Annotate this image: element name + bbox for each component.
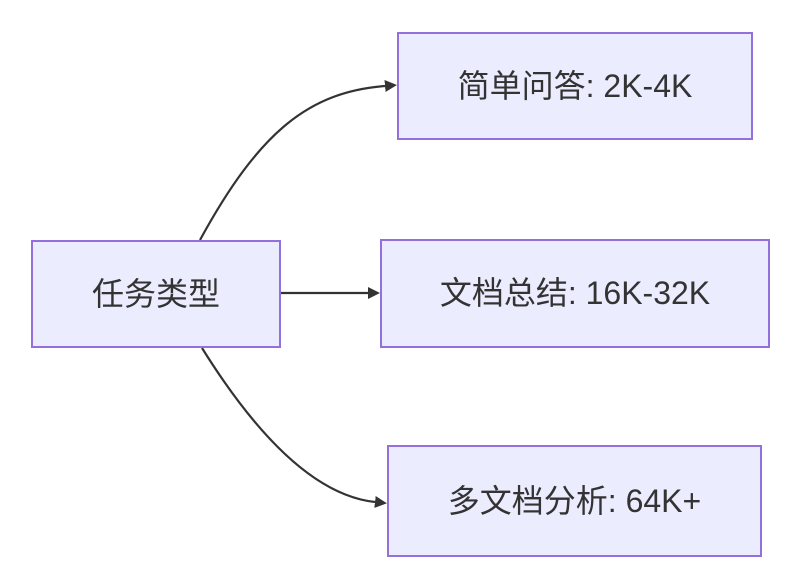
- edge-root-to-top: [199, 80, 397, 241]
- node-doc-summary: 文档总结: 16K-32K: [380, 239, 770, 348]
- node-task-type: 任务类型: [31, 240, 281, 348]
- node-doc-summary-label: 文档总结: 16K-32K: [439, 275, 711, 312]
- edge-root-to-bottom: [201, 347, 387, 508]
- node-task-type-label: 任务类型: [91, 275, 220, 312]
- node-multi-doc: 多文档分析: 64K+: [387, 445, 762, 557]
- node-simple-qa-label: 简单问答: 2K-4K: [457, 67, 693, 104]
- node-multi-doc-label: 多文档分析: 64K+: [447, 482, 702, 519]
- node-simple-qa: 简单问答: 2K-4K: [397, 32, 753, 140]
